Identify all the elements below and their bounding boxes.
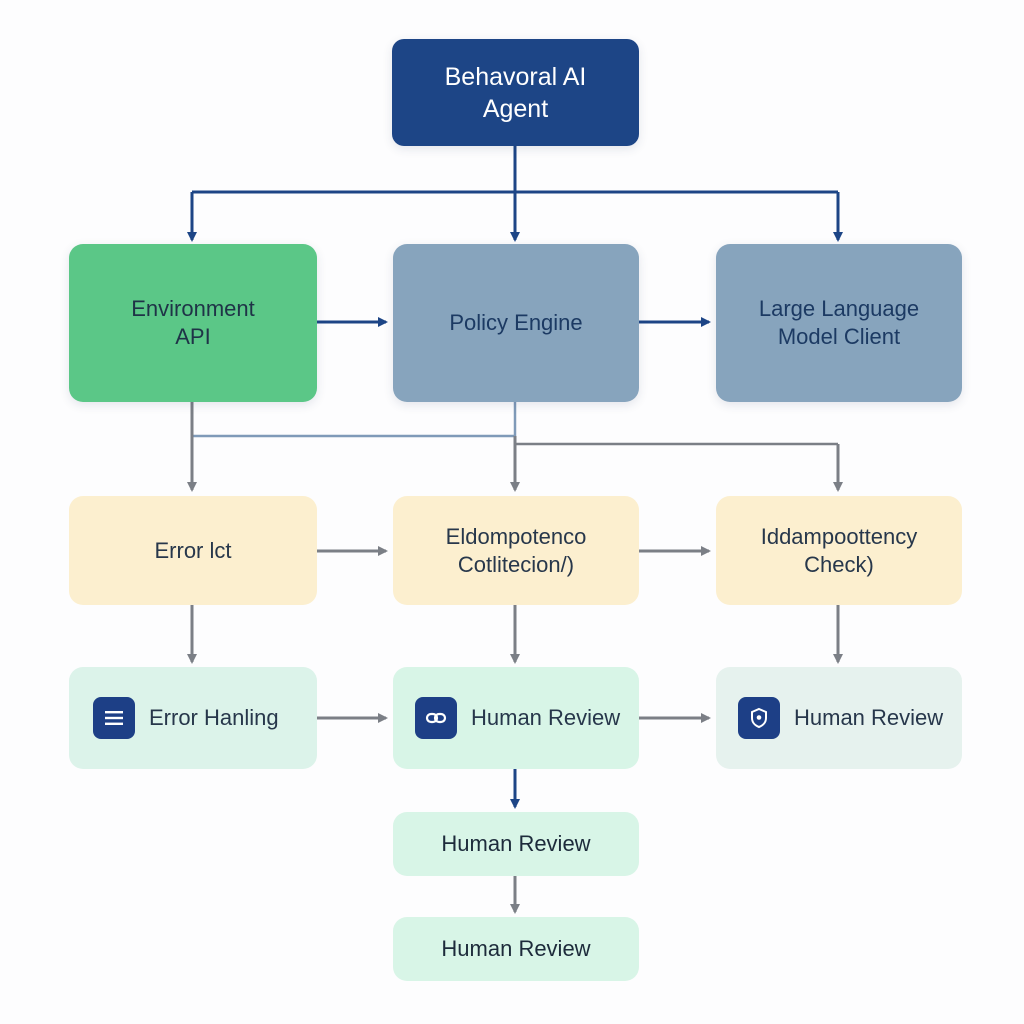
node-error-list: Error lct — [69, 496, 317, 605]
node-label: Environment API — [131, 296, 255, 349]
node-label: Iddampoottency Check) — [760, 523, 918, 577]
agent-connectors — [187, 146, 843, 327]
node-idempotence-collection: Eldompotenco Cotlitecion/) — [393, 496, 639, 605]
shield-icon — [738, 697, 780, 739]
node-label: Eldompotenco Cotlitecion/) — [445, 523, 587, 577]
node-label: Error Hanling — [149, 705, 279, 730]
node-human-review-4: Human Review — [393, 917, 639, 981]
node-human-review-right: Human Review — [716, 667, 962, 769]
node-label: Error lct — [154, 537, 232, 563]
node-error-handling: Error Hanling — [69, 667, 317, 769]
row1-to-row2-connectors — [187, 402, 843, 492]
node-label: Human Review — [794, 705, 944, 730]
node-policy-engine: Policy Engine — [393, 244, 639, 402]
node-human-review-mid: Human Review — [393, 667, 639, 769]
node-label: Human Review — [441, 936, 591, 961]
link-icon — [415, 697, 457, 739]
node-llm-client: Large Language Model Client — [716, 244, 962, 402]
node-human-review-3: Human Review — [393, 812, 639, 876]
node-label: Large Language Model Client — [758, 296, 920, 349]
node-label: Human Review — [441, 831, 591, 856]
node-label: Policy Engine — [449, 310, 583, 335]
node-behavioral-ai-agent: Behavoral AI Agent — [392, 39, 639, 146]
node-label: Behavoral AI Agent — [444, 62, 587, 123]
node-label: Human Review — [471, 705, 621, 730]
row2-connectors — [187, 546, 843, 664]
list-icon — [93, 697, 135, 739]
node-idempotency-check: Iddampoottency Check) — [716, 496, 962, 605]
node-environment-api: Environment API — [69, 244, 317, 402]
